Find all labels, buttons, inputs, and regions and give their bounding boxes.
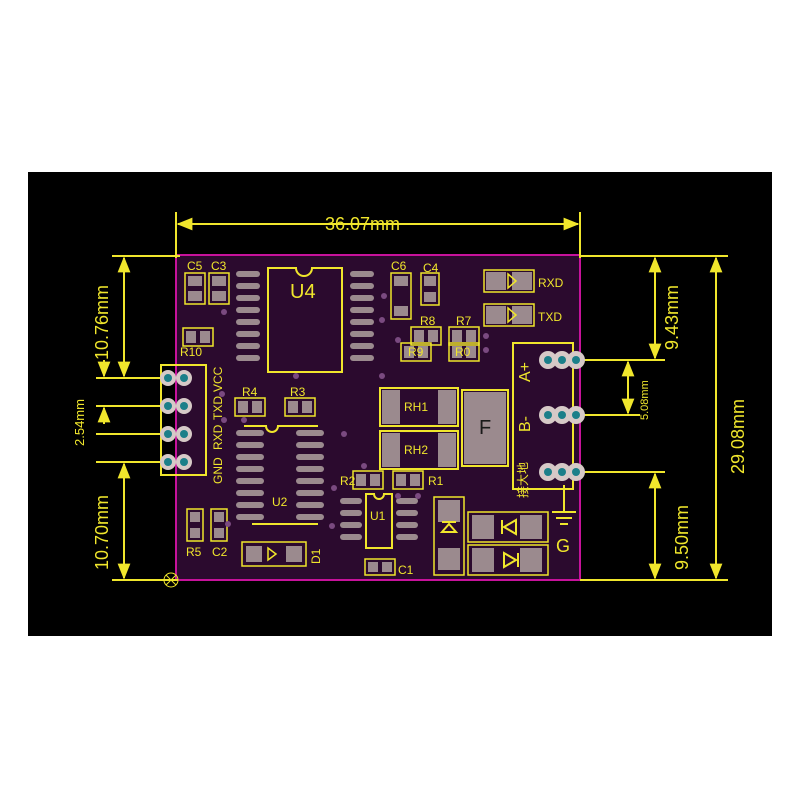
smd-pads — [186, 276, 476, 572]
terminal-g — [539, 463, 585, 481]
label-r3: R3 — [290, 385, 306, 399]
ground-icon — [552, 485, 576, 525]
rh2-label: RH2 — [404, 443, 428, 457]
rh1-resistor — [379, 387, 459, 427]
rh2-resistor — [379, 430, 459, 470]
dim-right-top: 9.43mm — [662, 285, 682, 350]
led-rxd — [483, 269, 535, 293]
label-r5: R5 — [186, 545, 202, 559]
label-r4: R4 — [242, 385, 258, 399]
label-r7: R7 — [456, 314, 472, 328]
chip-u2 — [236, 425, 324, 525]
terminal-label-a: A+ — [517, 362, 534, 382]
tvs-diode-2 — [467, 544, 549, 576]
pin-label-txd: TXD — [211, 396, 225, 420]
chip-u4-label: U4 — [290, 281, 316, 303]
terminal-label-gnd-cn: 接大地 — [515, 462, 530, 498]
tvs-diode-1 — [467, 511, 549, 543]
dim-left-top: 10.76mm — [92, 285, 112, 360]
fuse-f — [461, 389, 509, 467]
left-header-body — [160, 364, 207, 476]
led-txd — [483, 303, 535, 327]
label-r8: R8 — [420, 314, 436, 328]
header-pin-1 — [160, 370, 192, 386]
pin-label-gnd: GND — [211, 457, 225, 484]
label-c2: C2 — [212, 545, 228, 559]
terminal-label-g: G — [556, 536, 570, 556]
dim-right-pitch: 5.08mm — [639, 380, 651, 420]
smd-silk — [182, 272, 480, 576]
label-r0: R0 — [455, 345, 471, 359]
led-txd-label: TXD — [538, 310, 562, 324]
label-d1: D1 — [309, 548, 323, 564]
label-r9: R9 — [408, 345, 424, 359]
terminal-label-b: B- — [517, 416, 534, 432]
dim-left-pitch: 2.54mm — [72, 399, 87, 446]
chip-u1 — [340, 493, 418, 549]
vias — [219, 293, 489, 529]
left-header-pins — [160, 370, 192, 470]
header-pin-2 — [160, 398, 192, 414]
dim-height-total: 29.08mm — [728, 399, 748, 474]
header-pin-3 — [160, 426, 192, 442]
terminal-b — [539, 406, 585, 424]
pin-label-rxd: RXD — [211, 424, 225, 450]
chip-u4 — [236, 267, 374, 373]
terminal-pads — [539, 351, 585, 481]
header-pin-4 — [160, 454, 192, 470]
label-c3: C3 — [211, 259, 227, 273]
label-r2: R2 — [340, 474, 356, 488]
terminal-a — [539, 351, 585, 369]
label-c1: C1 — [398, 563, 414, 577]
label-c4: C4 — [423, 261, 439, 275]
rh1-label: RH1 — [404, 400, 428, 414]
origin-marker-icon — [163, 572, 179, 588]
tvs-diode-3 — [433, 496, 465, 576]
fuse-label: F — [479, 417, 491, 439]
dim-right-bottom: 9.50mm — [672, 505, 692, 570]
chip-u2-label: U2 — [272, 495, 288, 509]
label-r1: R1 — [428, 474, 444, 488]
label-c5: C5 — [187, 259, 203, 273]
label-r10: R10 — [180, 345, 202, 359]
pin-label-vcc: VCC — [211, 366, 225, 392]
dim-width: 36.07mm — [325, 214, 400, 234]
chip-u1-label: U1 — [370, 509, 386, 523]
dimension-lines — [96, 212, 728, 581]
led-rxd-label: RXD — [538, 276, 564, 290]
dim-left-bottom: 10.70mm — [92, 495, 112, 570]
label-c6: C6 — [391, 259, 407, 273]
